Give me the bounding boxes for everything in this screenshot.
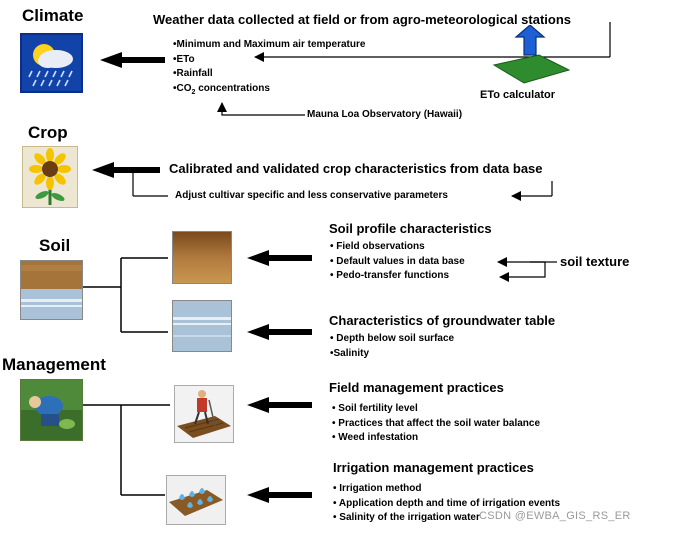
crop-header: Calibrated and validated crop characteri…	[169, 161, 543, 176]
arrow-to-groundwater	[247, 324, 312, 340]
field-management-bullet: • Weed infestation	[332, 432, 419, 443]
climate-bullet: •Rainfall	[173, 68, 213, 79]
mauna-loa-label: Mauna Loa Observatory (Hawaii)	[307, 109, 463, 120]
arrow-to-climate-icon	[100, 52, 165, 68]
soil-texture-bracket	[499, 261, 546, 282]
field-management-bullet: • Soil fertility level	[332, 403, 418, 414]
groundwater-bullet: •Salinity	[330, 347, 370, 359]
irrigation-icon	[166, 475, 226, 525]
climate-bullet: •Minimum and Maximum air temperature	[173, 39, 366, 50]
soil-profile-icon	[20, 260, 83, 320]
weather-icon	[20, 33, 83, 93]
eto-calculator-label: ETo calculator	[480, 89, 555, 101]
soil-layer-icon	[172, 231, 232, 284]
field-management-icon	[174, 385, 234, 443]
mauna-loa-line	[217, 102, 305, 116]
crop-adjust-label: Adjust cultivar specific and less conser…	[175, 190, 448, 201]
arrow-to-field-management	[247, 397, 312, 413]
section-title-soil: Soil	[39, 236, 71, 255]
groundwater-header: Characteristics of groundwater table	[329, 313, 556, 328]
irrigation-management-bullets: • Irrigation method • Application depth …	[333, 482, 560, 526]
soil-texture-label: soil texture	[560, 254, 630, 269]
soil-profile-bullets: • Field observations • Default values in…	[330, 240, 465, 284]
watermark: CSDN @EWBA_GIS_RS_ER	[479, 510, 631, 522]
groundwater-icon	[172, 300, 232, 352]
arrow-to-irrigation-management	[247, 487, 312, 503]
field-management-header: Field management practices	[329, 380, 504, 395]
arrow-to-crop-icon	[92, 162, 160, 178]
irrigation-management-header: Irrigation management practices	[333, 460, 534, 475]
irrigation-management-bullet: • Irrigation method	[333, 483, 422, 494]
climate-bullets: •Minimum and Maximum air temperature •ET…	[173, 38, 365, 100]
climate-header: Weather data collected at field or from …	[153, 12, 572, 27]
field-management-bullet: • Practices that affect the soil water b…	[332, 417, 541, 429]
groundwater-bullets: • Depth below soil surface •Salinity	[330, 332, 454, 361]
eto-calculator-icon	[484, 25, 574, 87]
soil-profile-header: Soil profile characteristics	[329, 221, 492, 236]
soil-profile-bullet: • Pedo-transfer functions	[330, 270, 450, 281]
soil-profile-bullet: • Field observations	[330, 241, 425, 252]
section-title-climate: Climate	[22, 6, 84, 25]
groundwater-bullet: • Depth below soil surface	[330, 333, 455, 344]
climate-bullet-co2: •CO2 concentrations	[173, 82, 270, 96]
irrigation-management-bullet: • Salinity of the irrigation water	[333, 512, 480, 523]
soil-profile-bullet: • Default values in data base	[330, 255, 465, 267]
section-title-management: Management	[2, 355, 106, 374]
farmer-icon	[20, 379, 83, 441]
arrow-to-soil-profile	[247, 250, 312, 266]
sunflower-icon	[22, 146, 78, 208]
section-title-crop: Crop	[28, 123, 68, 142]
field-management-bullets: • Soil fertility level • Practices that …	[332, 402, 540, 446]
climate-bullet: •ETo	[173, 53, 195, 65]
irrigation-management-bullet: • Application depth and time of irrigati…	[333, 497, 561, 509]
